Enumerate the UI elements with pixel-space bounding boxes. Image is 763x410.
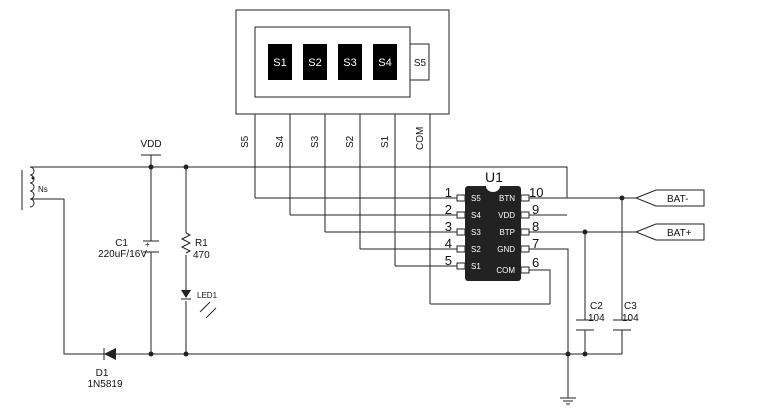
led-label: LED1 xyxy=(197,291,218,300)
resistor-r1: R1 470 xyxy=(180,232,210,261)
capacitor-c3: C3 104 xyxy=(613,301,639,331)
segment-s3 xyxy=(338,44,362,80)
coil-ns: Ns xyxy=(21,166,48,210)
pin-1-number: 1 xyxy=(445,185,452,200)
battery-display: S1 S2 S3 S4 S5 xyxy=(235,9,450,115)
pin-7-number: 7 xyxy=(532,236,539,251)
led-led1: LED1 xyxy=(181,290,218,319)
bus-label-s4: S4 xyxy=(275,135,286,148)
bus-label-com: COM xyxy=(415,127,426,150)
c3-ref: C3 xyxy=(624,301,637,312)
capacitor-c2: C2 104 xyxy=(576,301,605,331)
bat-plus-label: BAT+ xyxy=(667,228,692,239)
r1-ref: R1 xyxy=(195,238,208,249)
chip-body xyxy=(465,186,521,281)
chip-u1: U1 1 2 3 4 5 10 9 8 7 6 S5 S4 S3 S2 S1 B… xyxy=(445,169,543,281)
display-end-cap xyxy=(409,43,430,81)
pin-s2-name: S2 xyxy=(471,245,481,254)
c2-value: 104 xyxy=(588,313,605,324)
bat-minus-connector: BAT- xyxy=(634,189,705,207)
pin-8-number: 8 xyxy=(532,219,539,234)
segment-s2-label: S2 xyxy=(308,57,321,69)
pin-2-number: 2 xyxy=(445,202,452,217)
segment-s4 xyxy=(373,44,397,80)
pin-com-name: COM xyxy=(496,266,515,275)
diode-d1: D1 1N5819 xyxy=(87,348,123,390)
pin-gnd-name: GND xyxy=(497,245,515,254)
pin-vdd-name: VDD xyxy=(498,211,515,220)
pin-s3-name: S3 xyxy=(471,228,481,237)
bus-label-s3: S3 xyxy=(310,135,321,148)
bat-minus-label: BAT- xyxy=(667,194,688,205)
d1-value: 1N5819 xyxy=(87,379,122,390)
pin-5-number: 5 xyxy=(445,253,452,268)
segment-s3-label: S3 xyxy=(343,57,356,69)
bat-plus-connector: BAT+ xyxy=(634,223,705,241)
pin-btp-name: BTP xyxy=(499,228,515,237)
c1-ref: C1 xyxy=(115,238,128,249)
pin-3-number: 3 xyxy=(445,219,452,234)
d1-ref: D1 xyxy=(96,368,109,379)
pin-9-number: 9 xyxy=(532,202,539,217)
coil-label: Ns xyxy=(38,185,48,194)
vdd-label: VDD xyxy=(140,139,161,150)
segment-s1-label: S1 xyxy=(273,57,286,69)
segment-s4-label: S4 xyxy=(378,57,391,69)
chip-bus-wires xyxy=(255,197,636,354)
c3-value: 104 xyxy=(622,313,639,324)
bus-label-s2: S2 xyxy=(345,135,356,148)
pin-10-number: 10 xyxy=(529,185,543,200)
segment-s1 xyxy=(268,44,292,80)
bus-label-s1: S1 xyxy=(380,135,391,148)
segment-s2 xyxy=(303,44,327,80)
display-frame xyxy=(235,9,450,115)
pin-s5-name: S5 xyxy=(471,194,481,203)
pin-btn-name: BTN xyxy=(499,194,515,203)
c2-ref: C2 xyxy=(590,301,603,312)
chip-ref: U1 xyxy=(485,169,503,185)
capacitor-c1: + C1 220uF/16V xyxy=(98,238,159,260)
pin-s1-name: S1 xyxy=(471,262,481,271)
pin-4-number: 4 xyxy=(445,236,452,251)
pin-6-number: 6 xyxy=(532,255,539,270)
junction-dots xyxy=(148,164,625,357)
bus-label-s5: S5 xyxy=(240,135,251,148)
r1-value: 470 xyxy=(193,250,210,261)
segment-s5-label: S5 xyxy=(414,58,427,69)
display-bus: S5 S4 S3 S2 S1 COM xyxy=(240,114,431,304)
pin-s4-name: S4 xyxy=(471,211,481,220)
svg-text:+: + xyxy=(145,240,150,249)
c1-value: 220uF/16V xyxy=(98,249,147,260)
